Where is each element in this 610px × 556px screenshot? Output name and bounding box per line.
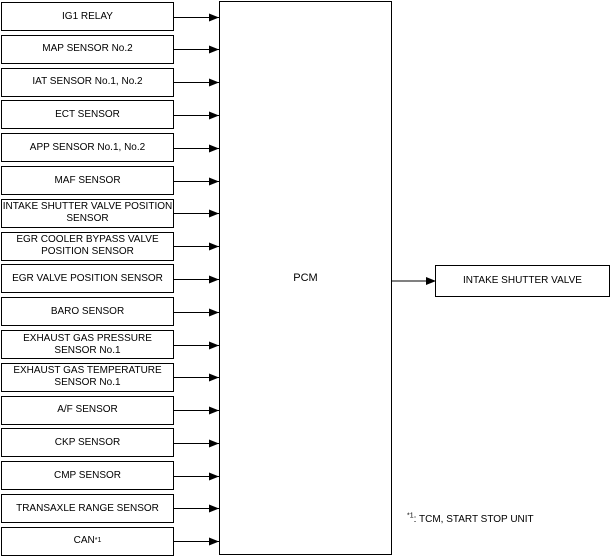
- input-label: MAF SENSOR: [54, 174, 121, 186]
- input-box: IAT SENSOR No.1, No.2: [1, 67, 174, 97]
- input-box: EGR COOLER BYPASS VALVE POSITION SENSOR: [1, 231, 174, 261]
- input-label: EGR VALVE POSITION SENSOR: [12, 272, 163, 284]
- input-box: EXHAUST GAS TEMPERATURE SENSOR No.1: [1, 362, 174, 392]
- input-label: EXHAUST GAS TEMPERATURE SENSOR No.1: [13, 365, 162, 389]
- input-label: EXHAUST GAS PRESSURE SENSOR No.1: [23, 332, 152, 356]
- input-box: BARO SENSOR: [1, 297, 174, 327]
- pcm-block: PCM: [219, 1, 392, 555]
- input-label: INTAKE SHUTTER VALVE POSITION SENSOR: [2, 201, 173, 225]
- input-box: MAF SENSOR: [1, 166, 174, 195]
- footnote: *1: TCM, START STOP UNIT: [407, 512, 534, 525]
- output-intake-shutter-valve: INTAKE SHUTTER VALVE: [435, 265, 610, 297]
- input-box: CAN*1: [1, 526, 174, 556]
- output-label: INTAKE SHUTTER VALVE: [463, 275, 582, 286]
- input-label: EGR COOLER BYPASS VALVE POSITION SENSOR: [16, 234, 159, 258]
- input-label: CAN: [73, 535, 95, 547]
- input-label: ECT SENSOR: [55, 108, 120, 120]
- input-label: BARO SENSOR: [50, 305, 125, 317]
- input-box: APP SENSOR No.1, No.2: [1, 133, 174, 163]
- input-label: A/F SENSOR: [57, 404, 118, 416]
- input-box: ECT SENSOR: [1, 100, 174, 130]
- input-label: MAP SENSOR No.2: [42, 43, 133, 55]
- pcm-label: PCM: [293, 272, 318, 284]
- footnote-text: : TCM, START STOP UNIT: [413, 514, 534, 525]
- footnote-mark: *1: [407, 512, 414, 520]
- input-box: A/F SENSOR: [1, 395, 174, 425]
- input-label: IAT SENSOR No.1, No.2: [32, 76, 143, 88]
- input-box: MAP SENSOR No.2: [1, 34, 174, 64]
- input-box: TRANSAXLE RANGE SENSOR: [1, 494, 174, 523]
- input-box: INTAKE SHUTTER VALVE POSITION SENSOR: [1, 198, 174, 228]
- input-label: CKP SENSOR: [54, 436, 121, 448]
- input-box: EXHAUST GAS PRESSURE SENSOR No.1: [1, 330, 174, 359]
- input-box: EGR VALVE POSITION SENSOR: [1, 264, 174, 294]
- input-label: APP SENSOR No.1, No.2: [29, 141, 146, 153]
- input-box: CMP SENSOR: [1, 461, 174, 491]
- input-box: CKP SENSOR: [1, 428, 174, 458]
- input-box: IG1 RELAY: [1, 2, 174, 31]
- input-label: IG1 RELAY: [62, 10, 113, 22]
- input-label: TRANSAXLE RANGE SENSOR: [16, 502, 159, 514]
- input-label: CMP SENSOR: [53, 469, 122, 481]
